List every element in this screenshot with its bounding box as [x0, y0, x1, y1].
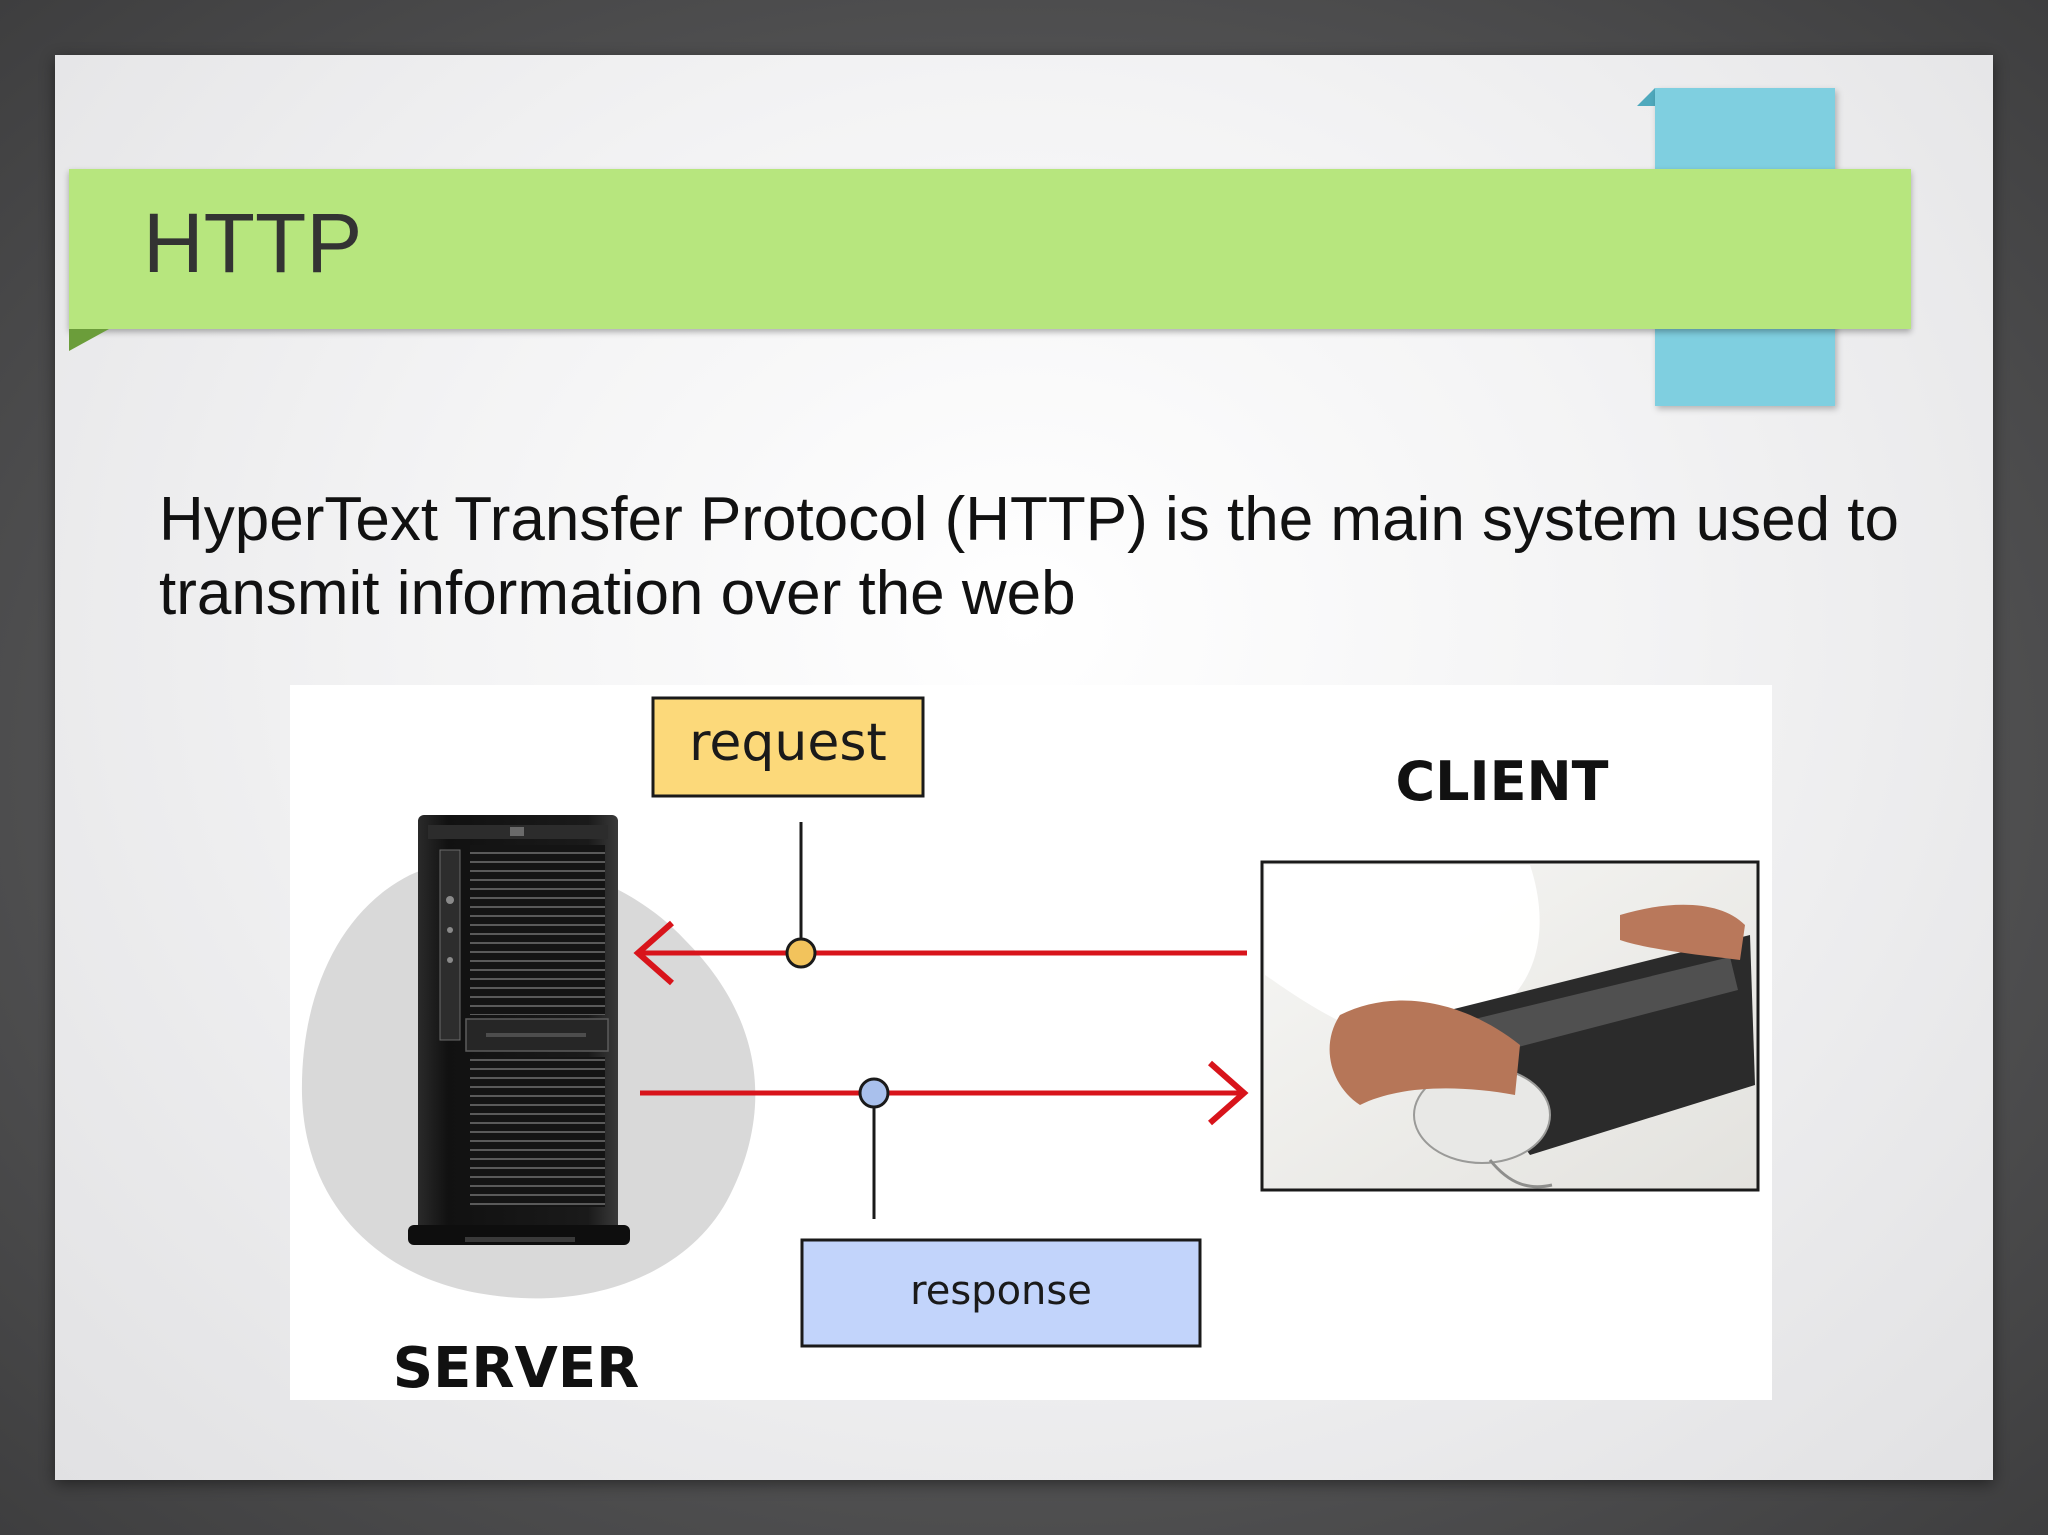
client-label: CLIENT	[1395, 750, 1608, 813]
slide-body-text: HyperText Transfer Protocol (HTTP) is th…	[159, 485, 1899, 628]
server-label: SERVER	[393, 1336, 639, 1400]
request-arrowhead	[633, 920, 674, 986]
request-box	[651, 696, 925, 798]
title-bar-fold	[69, 329, 109, 351]
response-label: response	[910, 1268, 1092, 1314]
request-label: request	[689, 713, 887, 773]
accent-tab-fold	[1637, 88, 1655, 106]
client-photo	[1260, 860, 1760, 1192]
http-diagram-svg: request response CLIENT	[301, 696, 1760, 1400]
slide: HTTP HyperText Transfer Protocol (HTTP) …	[55, 55, 1993, 1480]
http-diagram: request response CLIENT	[290, 685, 1772, 1400]
response-box	[800, 1238, 1202, 1348]
slide-title: HTTP	[143, 196, 363, 290]
title-bar	[69, 169, 1911, 329]
response-arrowhead	[1208, 1060, 1249, 1126]
request-dot	[785, 937, 817, 969]
server-tower-icon	[408, 815, 630, 1245]
response-dot	[858, 1077, 890, 1109]
